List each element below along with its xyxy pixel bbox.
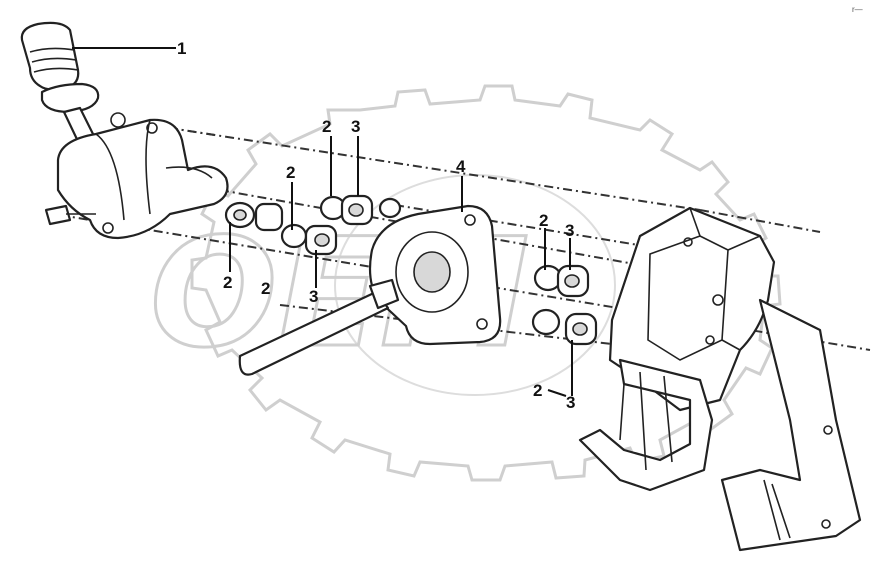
spacer-right-1-hole xyxy=(564,274,580,288)
nut-right-2 xyxy=(531,308,561,336)
lever-housing xyxy=(56,118,229,240)
right-housing-edges xyxy=(689,207,761,351)
callout-2-top: 2 xyxy=(322,117,331,136)
center-bracket-bore xyxy=(395,231,469,313)
spacer-left-1 xyxy=(254,202,284,232)
housing-bolt-top xyxy=(110,112,126,128)
selector-rod xyxy=(238,278,400,376)
housing-bolt-right xyxy=(146,122,158,134)
knob-rings xyxy=(29,47,79,73)
callout-3-left: 3 xyxy=(309,287,318,306)
spacer-left-2-hole xyxy=(314,233,330,247)
spacer-right-2-hole xyxy=(572,322,588,336)
shift-lever-assembly xyxy=(20,21,229,240)
selector-rod-body xyxy=(238,290,390,376)
rod-clevis xyxy=(368,278,400,310)
callout-labels: 1 2 3 2 4 2 3 2 2 3 2 3 xyxy=(177,39,575,412)
guide-line-upper xyxy=(149,124,701,211)
lower-bracket-plate xyxy=(578,358,714,492)
housing-hole-1 xyxy=(683,237,693,247)
side-plate-slot xyxy=(763,479,791,541)
callout-2-bottom: 2 xyxy=(533,381,542,400)
callout-2-right: 2 xyxy=(539,211,548,230)
bracket-hole-top xyxy=(464,214,476,226)
callout-3-bottom: 3 xyxy=(566,393,575,412)
nut-left-1-hole xyxy=(233,209,247,221)
guide-line-top-left xyxy=(149,124,216,136)
callout-2-mid: 2 xyxy=(286,163,295,182)
callout-3-right: 3 xyxy=(565,221,574,240)
guide-line-upper-right xyxy=(699,209,821,233)
housing-hole-2 xyxy=(712,294,724,306)
nut-left-2 xyxy=(280,223,308,249)
spacer-top-1-hole xyxy=(348,203,364,217)
housing-hole-3 xyxy=(705,335,715,345)
left-bolt xyxy=(44,204,72,226)
callout-2-left: 2 xyxy=(223,273,232,292)
bracket-hole-bottom xyxy=(476,318,488,330)
side-plate-hole-2 xyxy=(821,519,831,529)
side-plate-body xyxy=(720,298,862,552)
fastener-group-top xyxy=(319,194,402,226)
side-plate-hole-1 xyxy=(823,425,833,435)
fastener-group-right xyxy=(531,264,598,346)
side-plate xyxy=(720,298,862,552)
shift-knob xyxy=(20,21,80,91)
center-bracket-bore-inner xyxy=(413,251,451,293)
leader-2-bottom xyxy=(547,389,567,397)
housing-bolt-bottom xyxy=(102,222,114,234)
lever-housing-edges xyxy=(95,119,213,221)
callout-2-center: 2 xyxy=(261,279,270,298)
nut-top-2 xyxy=(378,197,402,219)
lower-bracket-folds xyxy=(619,371,673,471)
center-bracket xyxy=(368,204,502,346)
callout-4: 4 xyxy=(456,157,466,176)
callout-1: 1 xyxy=(177,39,186,58)
lower-mounting-bracket xyxy=(578,358,714,492)
fastener-group-left xyxy=(224,201,338,256)
lever-boot xyxy=(40,82,100,114)
callout-leaders xyxy=(72,47,573,397)
corner-mark: r— xyxy=(852,5,863,14)
callout-3-top: 3 xyxy=(351,117,360,136)
